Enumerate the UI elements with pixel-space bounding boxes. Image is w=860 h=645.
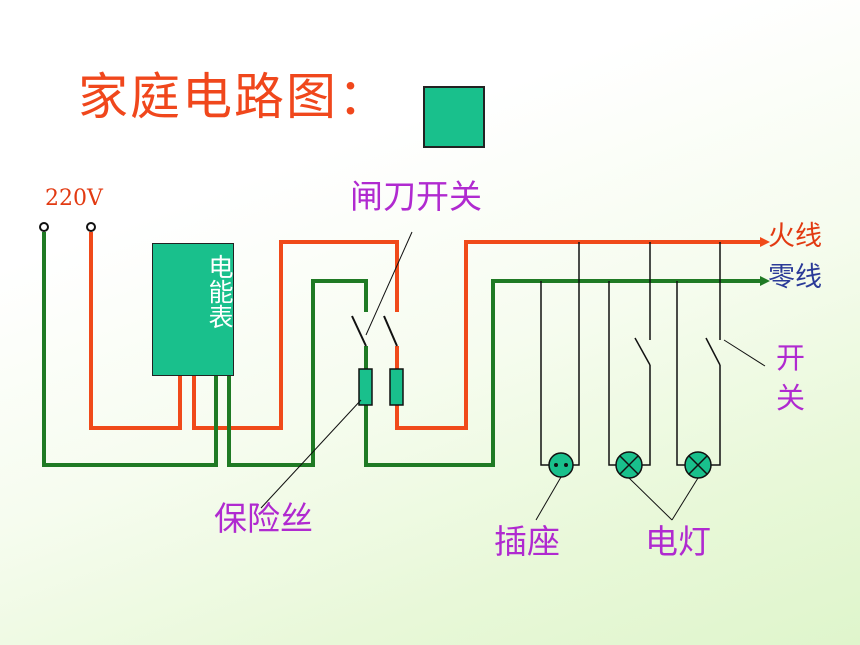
switch-label-char1: 开 xyxy=(776,341,806,375)
title-green-box xyxy=(423,86,485,148)
voltage-label: 220V xyxy=(45,186,103,211)
terminal-left xyxy=(39,222,49,232)
neutral-wire-arrow xyxy=(760,276,770,286)
neutral-wire-label: 零线 xyxy=(768,262,822,293)
fuse-right xyxy=(389,368,404,406)
callout-lamp2 xyxy=(671,477,699,521)
lamp2-symbol xyxy=(684,451,712,479)
knife-switch-blade-left xyxy=(351,315,367,347)
fuse-left xyxy=(358,368,373,406)
switch-label-char2: 关 xyxy=(776,381,806,415)
socket-label: 插座 xyxy=(494,522,560,561)
neutral-wire-meter-to-switch xyxy=(227,279,368,467)
live-wire-meter-to-switch xyxy=(192,240,399,430)
callout-fuse xyxy=(260,399,362,509)
callout-knife-switch xyxy=(365,231,413,336)
callout-switch xyxy=(723,339,766,367)
knife-switch-blade-right xyxy=(383,315,398,347)
live-wire-main xyxy=(395,240,760,430)
meter-label: 电能表 xyxy=(205,254,234,329)
callout-socket xyxy=(535,476,562,521)
terminal-right xyxy=(86,222,96,232)
fuse-label: 保险丝 xyxy=(214,499,313,538)
lamp-label: 电灯 xyxy=(645,522,711,561)
live-wire-arrow xyxy=(760,237,770,247)
neutral-wire-main xyxy=(364,279,760,467)
callout-lamp1 xyxy=(628,477,673,521)
socket-symbol xyxy=(548,452,574,478)
lamp1-symbol xyxy=(615,451,643,479)
knife-switch-label: 闸刀开关 xyxy=(350,177,482,216)
diagram-title: 家庭电路图： xyxy=(78,68,390,126)
lamp2-branch xyxy=(676,242,721,466)
lamp1-branch xyxy=(608,242,651,466)
live-wire-input xyxy=(89,232,182,430)
live-wire-label: 火线 xyxy=(768,221,822,252)
socket-branch xyxy=(540,242,580,466)
electric-meter: 电能表 xyxy=(152,243,234,376)
neutral-wire-input xyxy=(42,232,218,467)
